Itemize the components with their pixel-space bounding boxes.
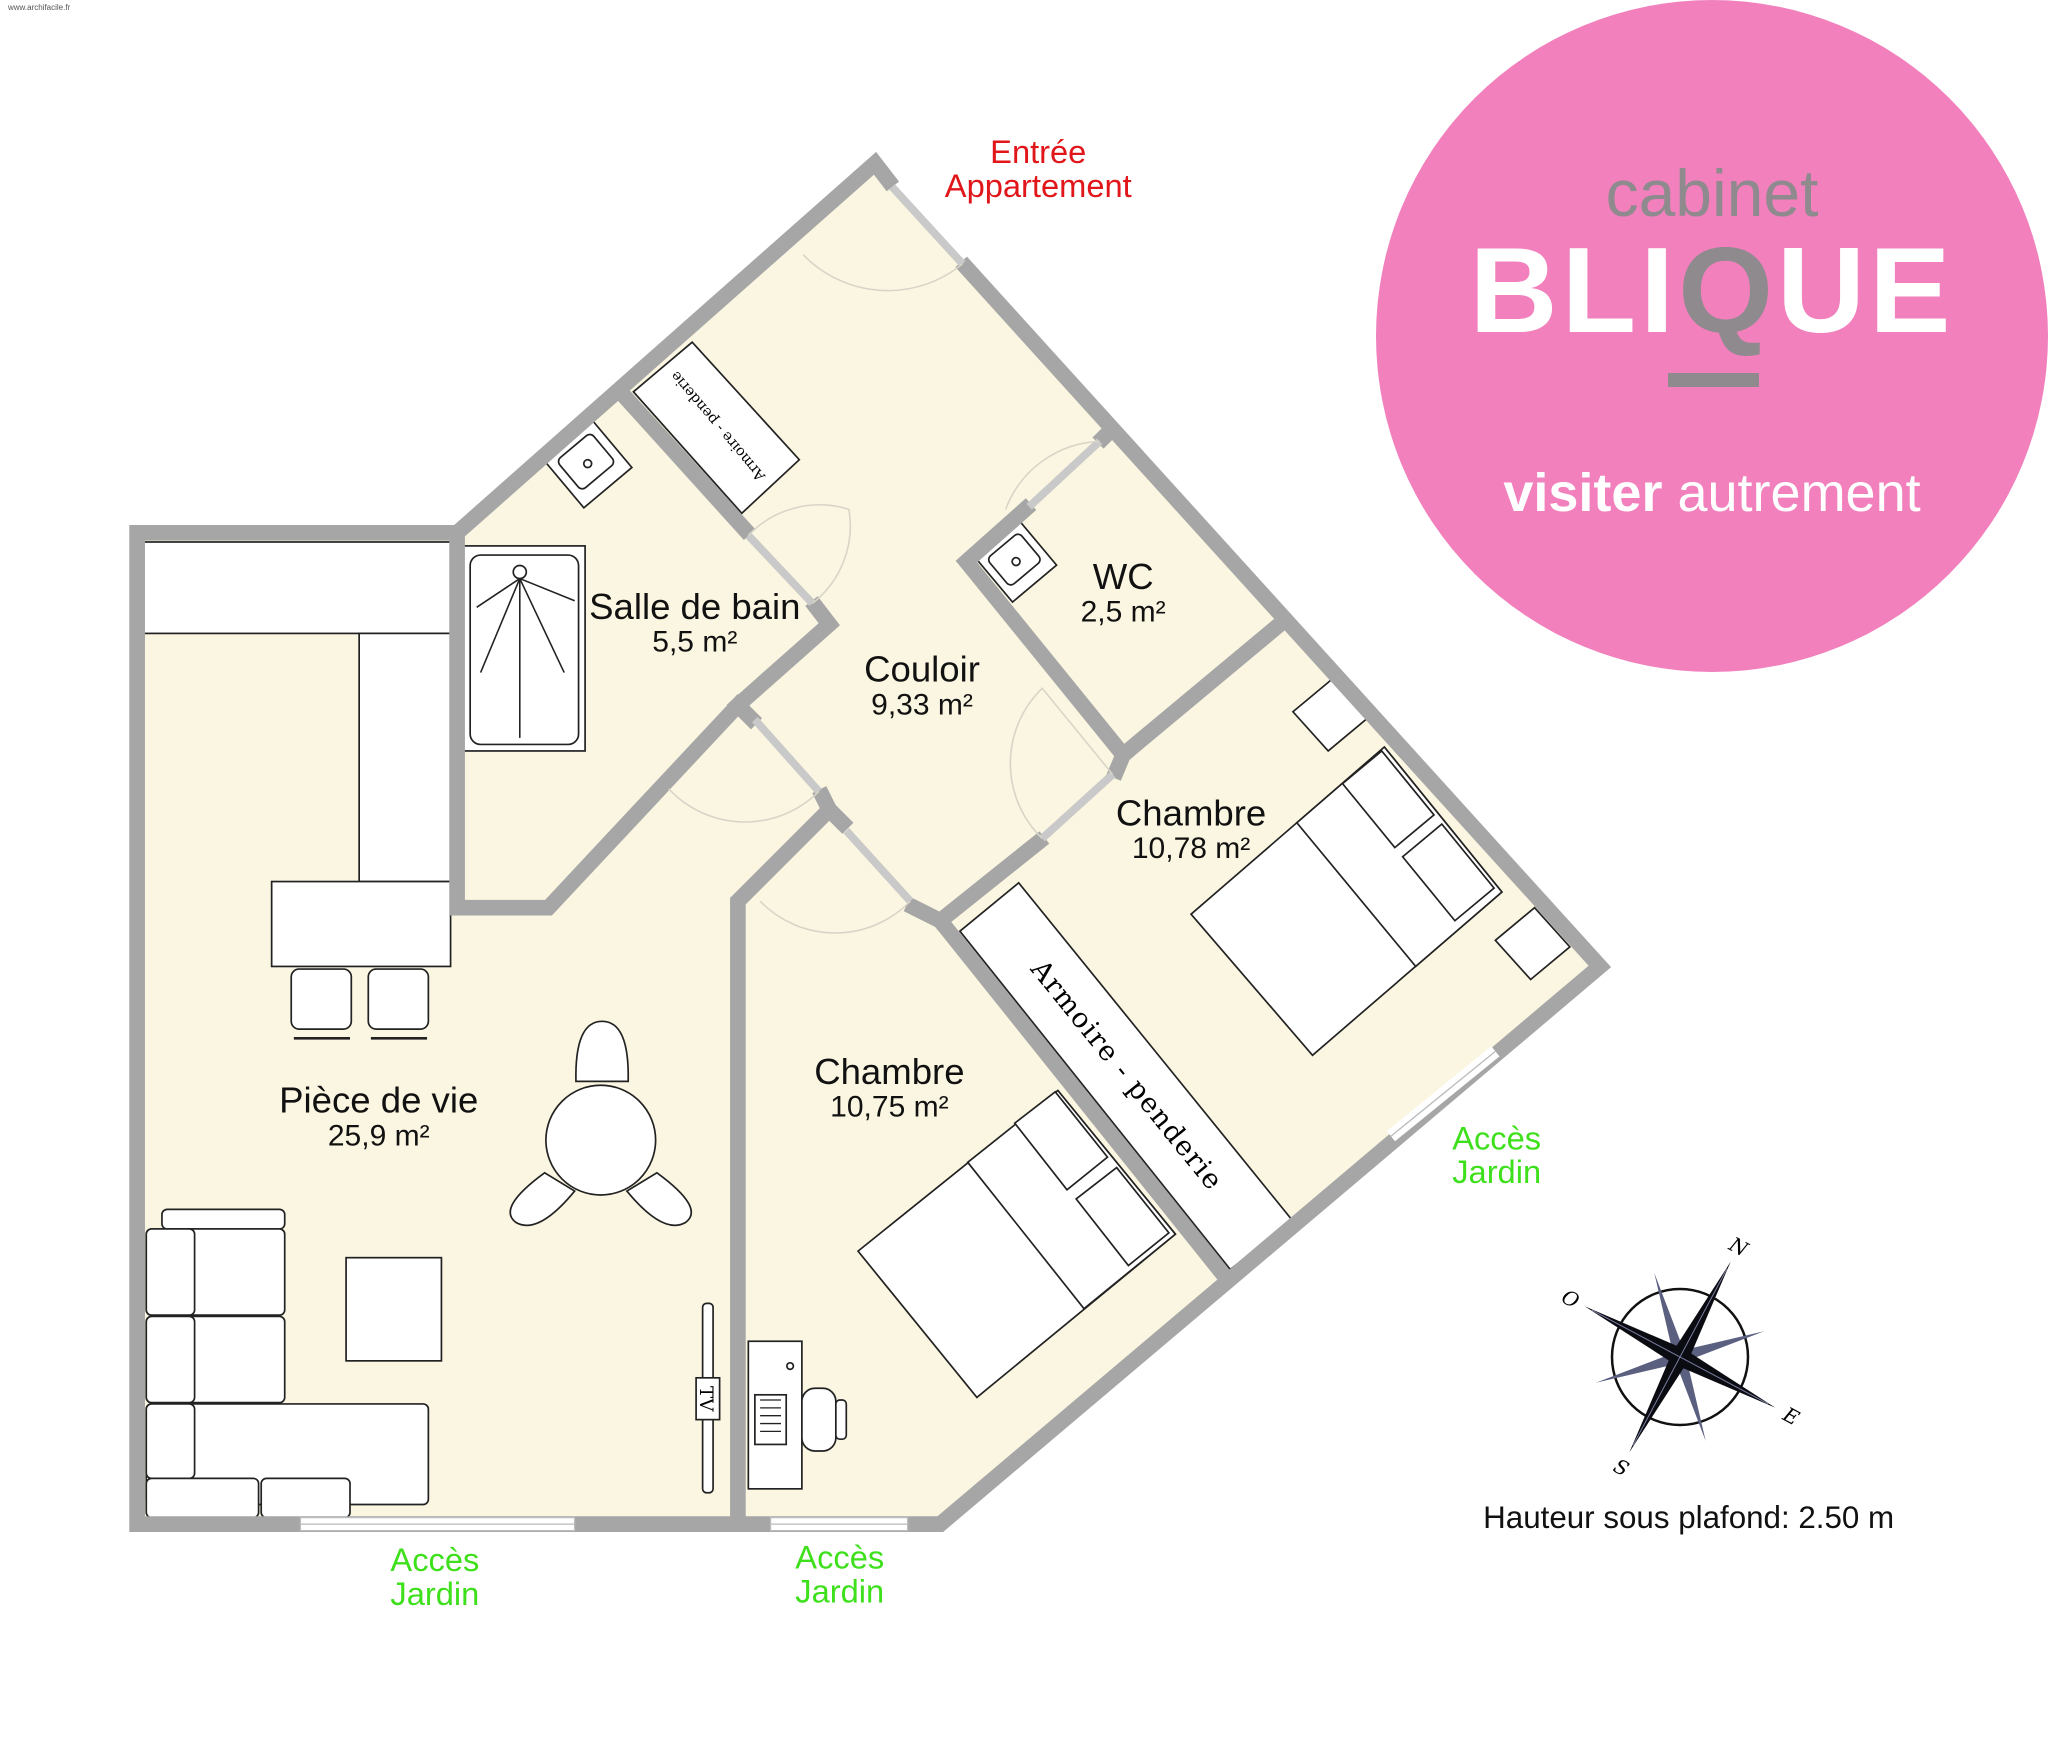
- room-chambre-2: Chambre 10,75 m²: [814, 1051, 964, 1124]
- room-area: 10,75 m²: [830, 1091, 948, 1124]
- compass-n: N: [1724, 1231, 1753, 1262]
- room-name: Couloir: [864, 649, 980, 690]
- access-line-2: Jardin: [1452, 1153, 1541, 1190]
- entry-line-1: Entrée: [990, 133, 1086, 170]
- tv-label: TV: [695, 1386, 716, 1412]
- access-line-1: Accès: [1452, 1119, 1541, 1156]
- dining-table: [509, 1020, 693, 1227]
- access-line-1: Accès: [795, 1539, 884, 1576]
- tv-unit: TV: [695, 1302, 721, 1494]
- compass-o: O: [1558, 1284, 1584, 1313]
- garden-access-chambre-1: Accès Jardin: [1452, 1119, 1541, 1190]
- logo-brand: BLIQUE: [1470, 222, 1955, 358]
- room-area: 5,5 m²: [652, 626, 737, 659]
- sofa: [145, 1208, 430, 1519]
- cabinet-blique-logo: cabinet BLIQUE visiter autrement: [1376, 0, 2048, 672]
- access-line-2: Jardin: [390, 1575, 479, 1612]
- logo-tagline: visiter autrement: [1503, 463, 1920, 523]
- access-line-1: Accès: [390, 1541, 479, 1578]
- tagline-light: autrement: [1677, 463, 1920, 523]
- coffee-table: [345, 1256, 443, 1362]
- logo-brand-part: Q: [1678, 222, 1777, 358]
- room-couloir: Couloir 9,33 m²: [864, 649, 980, 722]
- compass-rose-icon: N E S O: [1558, 1231, 1804, 1482]
- room-name: Chambre: [1116, 792, 1266, 833]
- windows: [299, 1046, 1500, 1532]
- apartment-plan: TV Armoire - penderie: [129, 133, 1894, 1612]
- garden-access-living: Accès Jardin: [390, 1541, 479, 1612]
- entry-line-2: Appartement: [945, 167, 1132, 204]
- bed-chambre-2: [856, 1089, 1177, 1399]
- access-line-2: Jardin: [795, 1572, 884, 1609]
- ceiling-height: Hauteur sous plafond: 2.50 m: [1483, 1500, 1894, 1535]
- room-area: 25,9 m²: [328, 1119, 430, 1152]
- desk: [747, 1340, 848, 1490]
- garden-access-chambre-2: Accès Jardin: [795, 1539, 884, 1610]
- room-wc: WC 2,5 m²: [1081, 556, 1166, 629]
- room-piece-de-vie: Pièce de vie 25,9 m²: [279, 1080, 478, 1153]
- room-name: Chambre: [814, 1051, 964, 1092]
- room-name: Salle de bain: [589, 586, 800, 627]
- room-name: Pièce de vie: [279, 1080, 478, 1121]
- shower: [462, 545, 586, 752]
- compass-e: E: [1778, 1402, 1803, 1431]
- room-area: 10,78 m²: [1132, 832, 1250, 865]
- compass-s: S: [1610, 1454, 1633, 1482]
- room-name: WC: [1093, 556, 1154, 597]
- logo-brand-part: UE: [1777, 222, 1954, 358]
- room-area: 9,33 m²: [871, 688, 973, 721]
- logo-top: cabinet: [1606, 156, 1819, 230]
- room-chambre-1: Chambre 10,78 m²: [1116, 792, 1266, 865]
- room-salle-de-bain: Salle de bain 5,5 m²: [589, 586, 800, 659]
- kitchen: [142, 541, 452, 1040]
- watermark: www.archifacile.fr: [7, 3, 71, 12]
- doors: [668, 184, 1116, 934]
- room-area: 2,5 m²: [1081, 596, 1166, 629]
- logo-brand-part: BLI: [1470, 222, 1679, 358]
- tagline-bold: visiter: [1503, 463, 1662, 523]
- entry-label: Entrée Appartement: [945, 133, 1132, 204]
